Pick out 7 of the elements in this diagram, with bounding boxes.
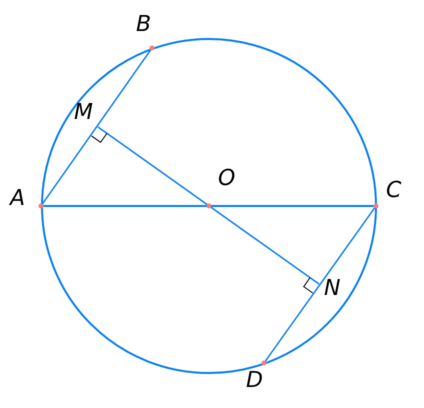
point-label: A: [10, 188, 26, 210]
point-label: M: [74, 102, 93, 124]
point-label: B: [136, 14, 152, 36]
point-label: C: [386, 180, 402, 202]
point-label: O: [218, 168, 236, 190]
point-label: D: [246, 370, 263, 392]
point-label: N: [324, 278, 340, 300]
